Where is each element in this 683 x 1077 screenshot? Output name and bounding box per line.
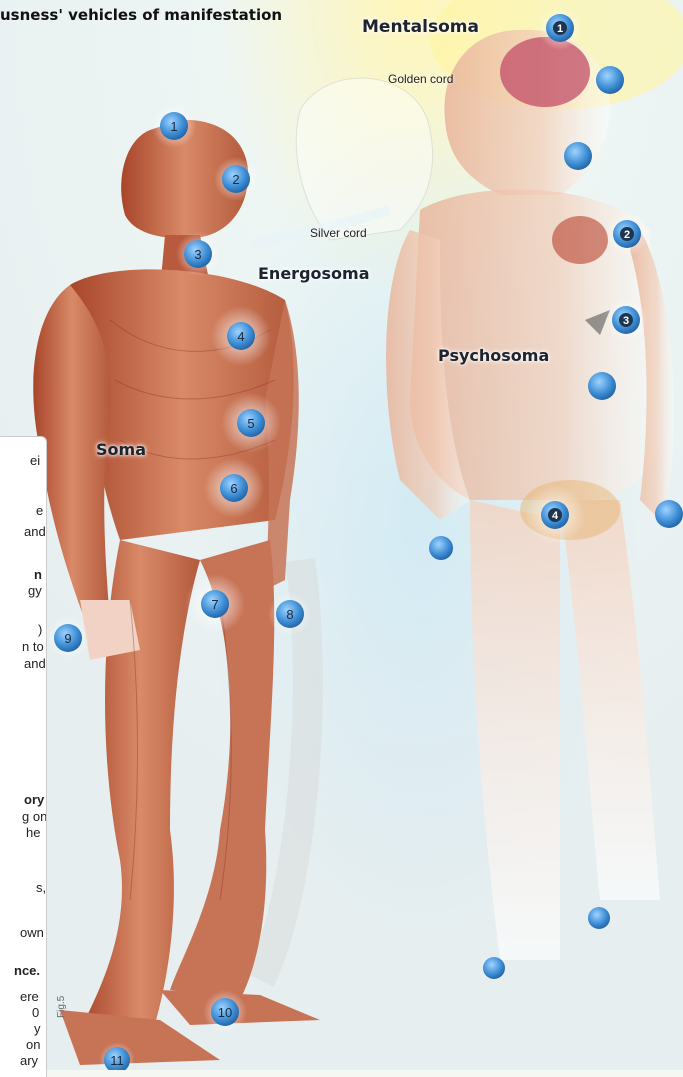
svg-text:4: 4: [552, 510, 559, 522]
marker-5[interactable]: 5: [221, 393, 281, 453]
unnumbered-marker: [655, 500, 683, 528]
marker-6[interactable]: 6: [204, 458, 264, 518]
psy-marker-4[interactable]: 4: [525, 485, 585, 545]
sidebar-text: and: [24, 524, 46, 539]
sidebar-text: ere: [20, 989, 39, 1004]
sidebar-text: and: [24, 656, 46, 671]
sidebar-text: on: [26, 1037, 40, 1052]
svg-text:5: 5: [247, 416, 254, 431]
sidebar-text: he: [26, 825, 40, 840]
soma-label: Soma: [96, 440, 146, 459]
sidebar-text: ): [38, 622, 42, 637]
svg-text:8: 8: [286, 607, 293, 622]
sidebar-text: gy: [28, 583, 42, 598]
sidebar-text: 0: [32, 1005, 39, 1020]
unnumbered-marker: [588, 372, 616, 400]
marker-9[interactable]: 9: [46, 616, 90, 660]
sidebar-text: n: [34, 567, 42, 582]
sidebar-text: ei: [30, 453, 40, 468]
sidebar-text: ory: [24, 792, 44, 807]
psy-marker-3[interactable]: 3: [604, 298, 648, 342]
marker-10[interactable]: 10: [203, 990, 247, 1034]
sidebar-text: n to: [22, 639, 44, 654]
sidebar-text: own: [20, 925, 44, 940]
page-title: usness' vehicles of manifestation: [0, 6, 282, 24]
svg-text:3: 3: [623, 315, 629, 327]
psy-marker-1[interactable]: 1: [538, 6, 582, 50]
energosoma-label: Energosoma: [258, 264, 370, 283]
svg-text:6: 6: [230, 481, 237, 496]
golden-cord-label: Golden cord: [388, 72, 453, 86]
marker-2[interactable]: 2: [214, 157, 258, 201]
svg-text:1: 1: [557, 23, 563, 35]
svg-text:9: 9: [64, 631, 71, 646]
unnumbered-marker: [596, 66, 624, 94]
svg-text:2: 2: [232, 172, 239, 187]
unnumbered-marker: [483, 957, 505, 979]
sidebar-text: nce.: [14, 963, 40, 978]
unnumbered-marker: [588, 907, 610, 929]
sidebar-text: y: [34, 1021, 41, 1036]
svg-text:4: 4: [237, 329, 244, 344]
unnumbered-marker: [564, 142, 592, 170]
svg-text:7: 7: [211, 597, 218, 612]
marker-4[interactable]: 4: [211, 306, 271, 366]
svg-text:11: 11: [110, 1053, 124, 1068]
sidebar-text: s,: [36, 880, 46, 895]
sidebar-text: ary: [20, 1053, 38, 1068]
text-side-panel: ei e and n gy ) n to and ory g on he s, …: [0, 436, 47, 1077]
svg-text:1: 1: [170, 119, 177, 134]
marker-7[interactable]: 7: [185, 574, 245, 634]
psychosoma-label: Psychosoma: [438, 346, 549, 365]
figure-label: Fig.5: [56, 996, 67, 1018]
marker-8[interactable]: 8: [268, 592, 312, 636]
marker-3[interactable]: 3: [176, 232, 220, 276]
svg-text:10: 10: [218, 1005, 232, 1020]
marker-1[interactable]: 1: [152, 104, 196, 148]
mentalsoma-label: Mentalsoma: [362, 17, 479, 37]
sidebar-text: g on: [22, 809, 47, 824]
psy-marker-2[interactable]: 2: [605, 212, 649, 256]
silver-cord-label: Silver cord: [310, 226, 367, 240]
svg-text:3: 3: [194, 247, 201, 262]
sidebar-text: e: [36, 503, 43, 518]
unnumbered-marker: [429, 536, 453, 560]
svg-text:2: 2: [624, 229, 630, 241]
